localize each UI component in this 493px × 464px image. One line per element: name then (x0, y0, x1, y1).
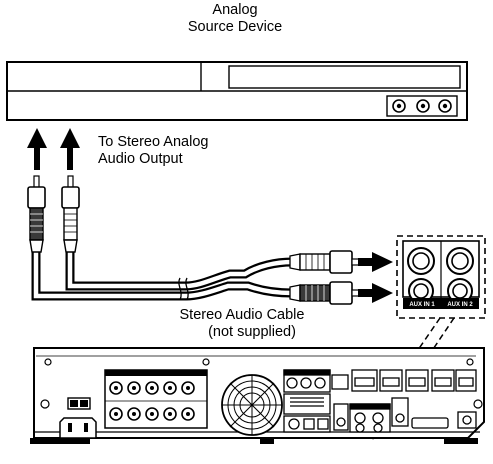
analog-source-device (6, 61, 468, 121)
source-device-title-line1: Analog (212, 2, 258, 18)
aux-input-callout: AUX IN 1 AUX IN 2 (396, 235, 486, 319)
rca-plug-right-red (289, 281, 363, 305)
digital-inputs (283, 369, 477, 393)
output-label-line2: Audio Output (98, 151, 183, 167)
source-rca-jacks (392, 99, 452, 113)
aux-in-1-label: AUX IN 1 (409, 302, 435, 308)
speaker-terminals (104, 369, 208, 429)
rca-plug-right-white (289, 250, 363, 274)
rca-plug-left-red (27, 175, 46, 253)
cable-label-line2: (not supplied) (208, 324, 296, 340)
receiver-rear-panel (30, 347, 485, 444)
rca-plug-left-white (61, 175, 80, 253)
right-arrow-icon (358, 252, 393, 272)
cable-label-line1: Stereo Audio Cable (179, 307, 305, 323)
right-arrow-icon (358, 283, 393, 303)
cooling-fan (221, 374, 283, 436)
analog-and-optical-inputs (283, 393, 477, 433)
output-label-line1: To Stereo Analog (98, 134, 209, 150)
cable-label: Stereo Audio Cable (not supplied) (142, 307, 342, 341)
up-arrow-icon (27, 128, 47, 170)
power-inlet (59, 417, 97, 439)
output-label: To Stereo Analog Audio Output (98, 134, 298, 168)
aux-in-2-label: AUX IN 2 (447, 302, 473, 308)
source-device-title-line2: Source Device (187, 19, 283, 35)
source-device-title: Analog Source Device (135, 2, 335, 36)
up-arrow-icon (60, 128, 80, 170)
stereo-audio-cable (31, 252, 293, 301)
